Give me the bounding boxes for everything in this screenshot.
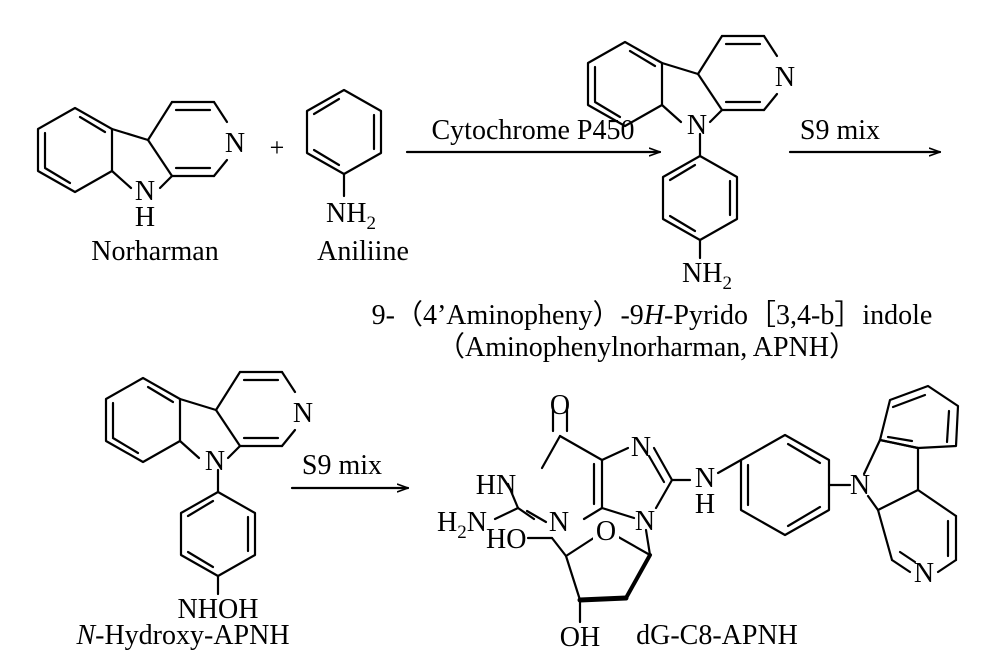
- n-hydroxy-apnh-group: NHOH: [178, 594, 259, 625]
- apnh-structure: [586, 34, 779, 260]
- n-hydroxy-apnh-pyridine-n: N: [293, 398, 313, 429]
- n-hydroxy-apnh-name: N-Hydroxy-APNH: [75, 620, 289, 651]
- aniline-name: Aniliine: [317, 236, 409, 267]
- norharman-indole-n: N: [135, 176, 155, 207]
- plus-sign: +: [270, 133, 285, 162]
- n-hydroxy-apnh-indole-n: N: [205, 446, 225, 477]
- apnh-abbreviation: （Aminophenylnorharman, APNH）: [437, 331, 857, 363]
- norharman-name: Norharman: [91, 236, 219, 267]
- dg-n9: N: [635, 506, 655, 537]
- dg-oxo-o: O: [550, 390, 570, 421]
- dg-3-hydroxyl: OH: [560, 622, 600, 653]
- dg-5-hydroxyl: HO: [486, 524, 526, 555]
- arrow-step2-label: S9 mix: [800, 115, 880, 146]
- apnh-name: 9-（4’Aminopheny）-9H-Pyrido［3,4-b］indole: [372, 299, 933, 331]
- dg-c8-apnh-structure: [493, 384, 960, 624]
- norharman-structure: [36, 100, 229, 194]
- aniline-amine: NH2: [326, 198, 376, 234]
- dg-nh-n: N: [695, 463, 715, 494]
- arrow-step3-label: S9 mix: [302, 450, 382, 481]
- n-hydroxy-apnh-structure: [104, 370, 297, 596]
- dg-n7: N: [631, 432, 651, 463]
- norharman-indole-h: H: [135, 202, 155, 233]
- dg-nh-h: H: [695, 489, 715, 520]
- dg-c8-apnh-name: dG-C8-APNH: [636, 620, 798, 651]
- dg-n3: N: [549, 507, 569, 538]
- dg-carbazole-n: N: [850, 470, 870, 501]
- dg-pyridine-n: N: [914, 558, 934, 589]
- dg-hn: HN: [476, 470, 516, 501]
- apnh-amine: NH2: [682, 258, 732, 294]
- aniline-structure: [305, 88, 383, 198]
- apnh-pyridine-n: N: [775, 62, 795, 93]
- arrow-step1-label: Cytochrome P450: [432, 115, 635, 146]
- dg-h2n: H2N: [437, 507, 487, 543]
- apnh-indole-n: N: [687, 110, 707, 141]
- dg-sugar-ring-o: O: [596, 516, 616, 547]
- norharman-pyridine-n: N: [225, 128, 245, 159]
